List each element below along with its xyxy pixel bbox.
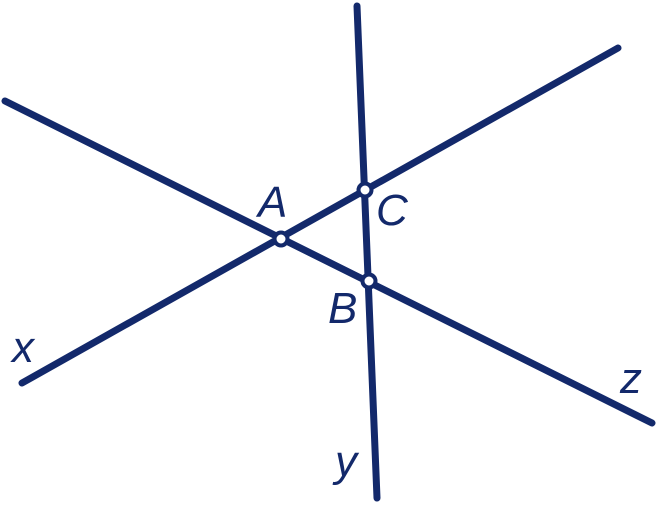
point-b: [360, 272, 378, 290]
label-line-x: x: [10, 323, 36, 372]
line-z: [1, 97, 656, 427]
label-line-z: z: [619, 354, 642, 403]
line-x: [18, 44, 622, 387]
label-point-b: B: [328, 284, 357, 333]
label-point-c: C: [376, 186, 409, 235]
label-point-a: A: [255, 178, 287, 227]
point-a: [272, 230, 290, 248]
point-c: [356, 181, 374, 199]
line-y: [353, 2, 381, 502]
label-line-y: y: [332, 437, 360, 486]
